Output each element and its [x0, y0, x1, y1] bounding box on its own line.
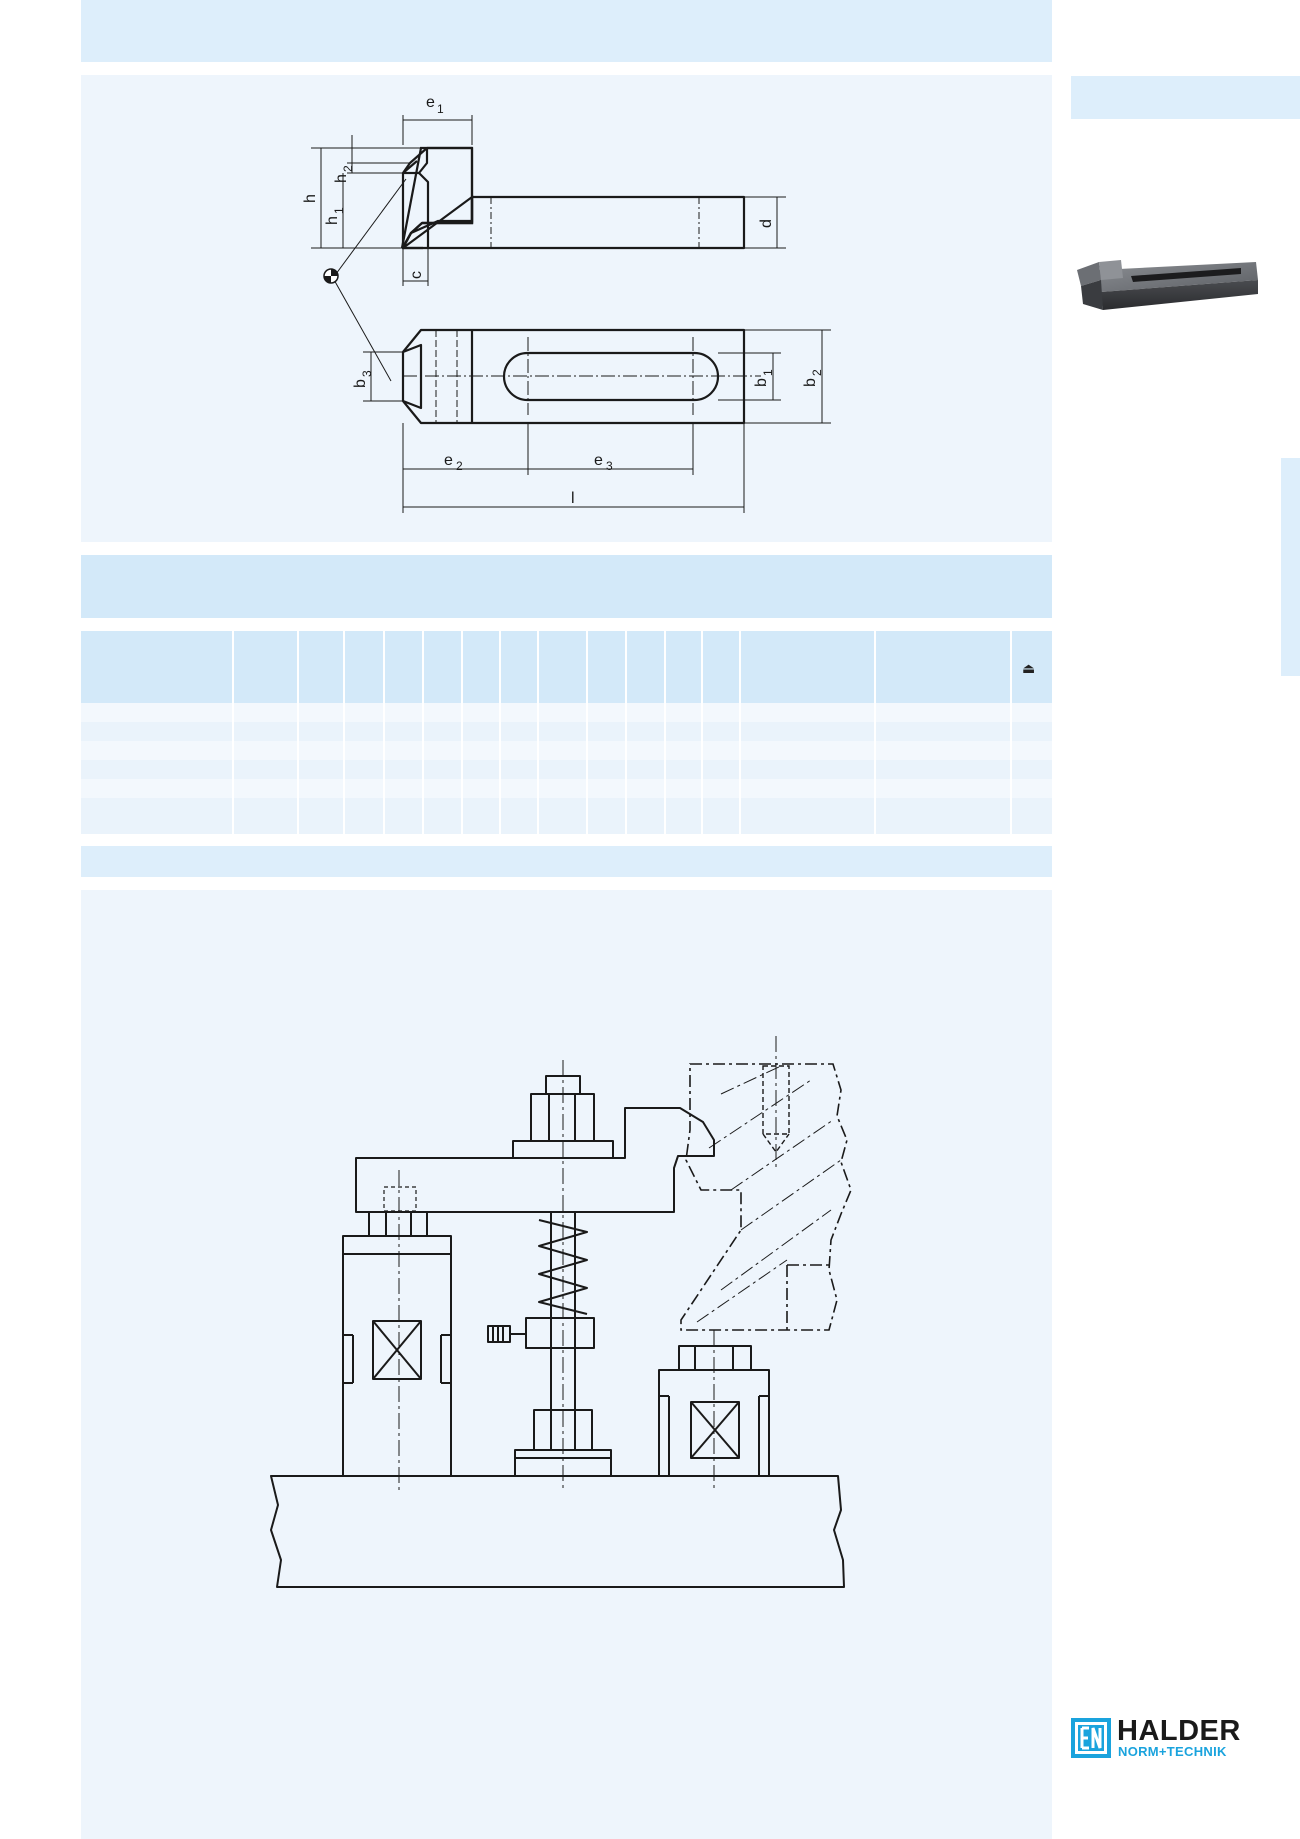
product-photo [1077, 260, 1258, 310]
left-support [342, 1253, 452, 1477]
logo-name: HALDER [1117, 1715, 1241, 1747]
table-row [81, 722, 1052, 741]
side-view-profile [401, 146, 746, 250]
halder-logo-icon [1071, 1718, 1111, 1758]
spring [538, 1219, 588, 1315]
technical-drawing-panel [81, 75, 1052, 542]
label-b3: b [352, 379, 369, 388]
header-band [81, 0, 1052, 62]
table-row [81, 741, 1052, 760]
side-index-tab[interactable] [1281, 458, 1300, 676]
table-header [81, 631, 1052, 703]
base-plate [270, 1475, 845, 1588]
workpiece-outline [680, 1063, 852, 1331]
svg-text:3: 3 [360, 370, 374, 377]
application-drawing-panel [81, 890, 1052, 1839]
application-title-band [81, 846, 1052, 877]
label-h2: h [333, 174, 350, 183]
svg-text:1: 1 [332, 207, 346, 214]
svg-text:2: 2 [456, 459, 463, 473]
weight-icon: ⏏ [1022, 660, 1036, 676]
label-l: l [571, 490, 575, 507]
svg-text:3: 3 [606, 459, 613, 473]
application-example-drawing [270, 1036, 852, 1588]
svg-text:2: 2 [341, 165, 355, 172]
label-b1: b [753, 378, 770, 387]
table-row [81, 703, 1052, 722]
svg-text:1: 1 [761, 369, 775, 376]
logo-subtitle: NORM+TECHNIK [1118, 1744, 1227, 1759]
label-d: d [758, 219, 775, 228]
table-row [81, 798, 1052, 834]
dimensions-table [81, 631, 1052, 834]
label-e1: e [426, 94, 435, 111]
label-h: h [302, 194, 319, 203]
svg-text:1: 1 [437, 102, 444, 116]
clamp-technical-drawing: e 1 h h 2 h 1 c d b 3 b 1 b 2 e 2 e 3 l [302, 94, 831, 513]
table-row [81, 779, 1052, 798]
label-b2: b [802, 378, 819, 387]
table-row [81, 760, 1052, 779]
label-h1: h [324, 216, 341, 225]
label-e2: e [444, 452, 453, 469]
table-title-band [81, 555, 1052, 618]
halder-logo: HALDER NORM+TECHNIK [1071, 1716, 1271, 1762]
label-e3: e [594, 452, 603, 469]
clamp-body [355, 1107, 715, 1213]
label-c: c [408, 271, 425, 279]
side-title-band [1071, 76, 1300, 119]
svg-text:2: 2 [810, 369, 824, 376]
